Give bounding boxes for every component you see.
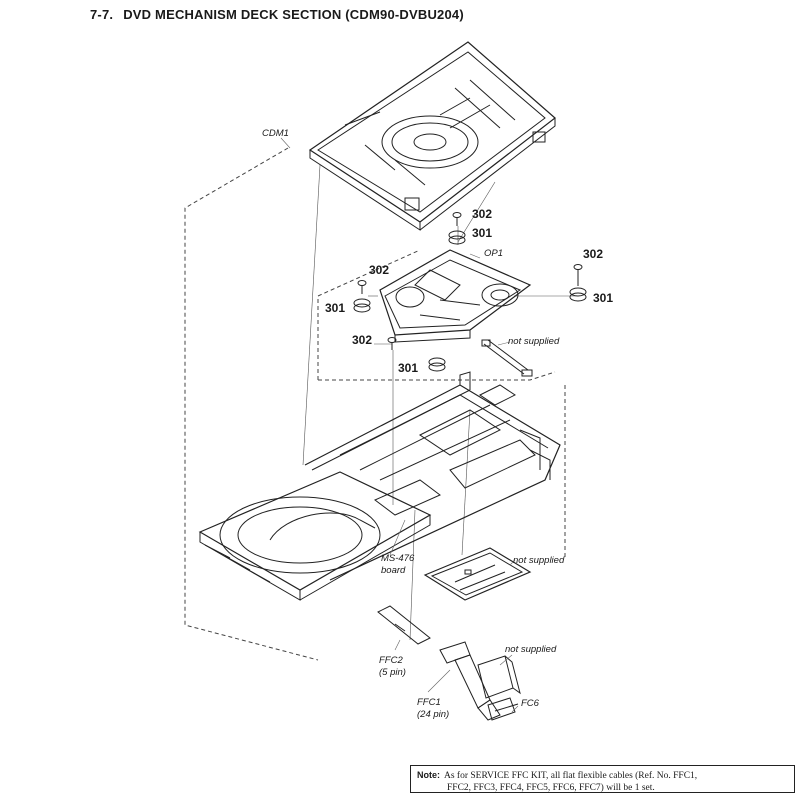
screws-302 — [357, 212, 583, 350]
label-302-top: 302 — [472, 207, 493, 221]
label-not-supplied-board: not supplied — [513, 555, 565, 566]
label-ffc1-pins: (24 pin) — [417, 709, 450, 720]
ffc1-cable — [439, 641, 501, 721]
label-301-top: 301 — [472, 226, 493, 240]
label-302-left: 302 — [369, 263, 390, 277]
label-not-supplied-connector: not supplied — [505, 644, 557, 655]
section-title: DVD MECHANISM DECK SECTION (CDM90-DVBU20… — [123, 7, 464, 22]
label-cdm1: CDM1 — [262, 128, 289, 139]
label-302-right: 302 — [583, 247, 604, 261]
label-ms476-board: board — [381, 565, 406, 576]
page-title: 7-7. DVD MECHANISM DECK SECTION (CDM90-DV… — [90, 7, 464, 22]
fc6-connector — [477, 655, 521, 721]
ms476-board — [423, 547, 532, 601]
label-not-supplied-flex: not supplied — [508, 336, 560, 347]
op1-flex-cable — [481, 339, 533, 377]
note-line-1: As for SERVICE FFC KIT, all flat flexibl… — [444, 771, 698, 781]
mechanism-deck-base — [304, 371, 561, 581]
section-number: 7-7. — [90, 7, 114, 22]
label-301-right: 301 — [593, 291, 614, 305]
label-301-left: 301 — [325, 301, 346, 315]
service-note: Note: As for SERVICE FFC KIT, all flat fl… — [410, 765, 795, 793]
cdm1-top-cover — [308, 41, 556, 231]
label-ffc2: FFC2 — [379, 655, 403, 666]
disc-tray — [198, 471, 432, 601]
label-302-bottom: 302 — [352, 333, 373, 347]
op1-optical-pickup — [379, 249, 532, 343]
label-ffc2-pins: (5 pin) — [379, 667, 406, 678]
note-line-2: FFC2, FFC3, FFC4, FFC5, FFC6, FFC7) will… — [447, 783, 655, 793]
dampers-301 — [353, 230, 587, 372]
label-301-bottom: 301 — [398, 361, 419, 375]
label-op1: OP1 — [484, 248, 504, 259]
ffc2-cable — [377, 605, 431, 645]
label-ms476: MS-476 — [381, 553, 415, 564]
label-ffc1: FFC1 — [417, 697, 441, 708]
note-label: Note: — [417, 770, 440, 780]
label-fc6: FC6 — [521, 698, 539, 709]
cdm1-dashed-outline — [184, 147, 566, 661]
